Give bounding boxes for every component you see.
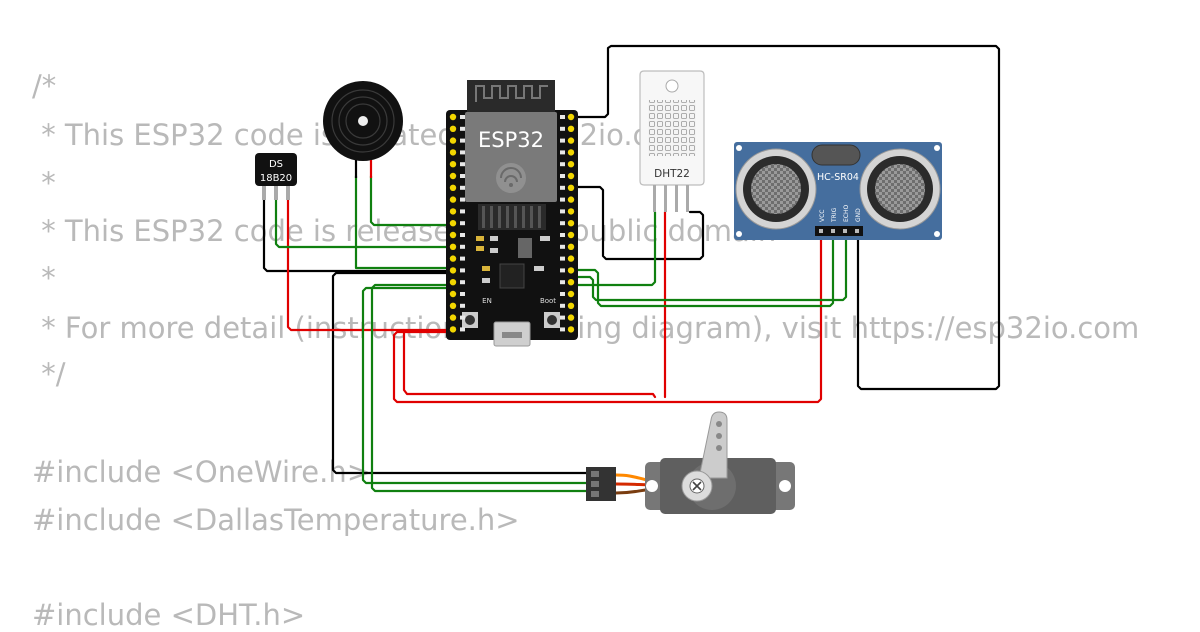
esp32-pin[interactable] [567,267,575,274]
code-line: #include <DHT.h> [32,598,306,632]
wire-signal-trig[interactable] [576,233,835,308]
esp32-pin[interactable] [449,279,457,286]
esp32-pin[interactable] [449,302,457,309]
esp32-pins-right [560,113,575,333]
esp32-pin[interactable] [449,314,457,321]
esp32-pin[interactable] [567,243,575,250]
en-label: EN [482,297,492,305]
wire-signal-dht22[interactable] [576,210,657,287]
ds18b20-label-1: DS [269,159,283,170]
esp32-pin[interactable] [567,220,575,227]
esp32-pin[interactable] [567,302,575,309]
servo-connector [586,467,616,501]
code-line: /* [32,69,57,103]
esp32-pin[interactable] [449,172,457,180]
hcsr04-pin-gnd: GND [855,208,862,222]
hcsr04-label: HC-SR04 [817,172,859,183]
esp32-pin[interactable] [449,125,457,132]
esp32-pin[interactable] [449,184,457,191]
code-line: * [32,261,56,295]
wire-signal-servo1[interactable] [370,283,590,493]
wire-signal-echo[interactable] [576,233,848,302]
wire-signal-buzzer[interactable] [354,174,452,270]
esp32-pins-left [449,113,465,333]
servo-motor[interactable] [586,411,795,514]
esp32-pin[interactable] [449,326,457,333]
esp32-pin[interactable] [449,267,457,274]
esp32-pin[interactable] [449,196,457,203]
dht22-sensor[interactable]: DHT22 [639,70,705,212]
hcsr04-transducer-right [859,148,941,230]
esp32-pin[interactable] [449,243,457,250]
esp32-pin[interactable] [567,314,575,321]
hcsr04-sensor[interactable]: HC-SR04 VCC TRIG ECHO GND [734,142,942,240]
esp32-pin[interactable] [567,184,575,191]
ds18b20-sensor[interactable]: DS 18B20 [255,153,297,200]
esp32-pin[interactable] [567,290,575,298]
boot-label: Boot [540,297,556,305]
hcsr04-pin-echo: ECHO [843,205,850,222]
wire-signal-ds18b20[interactable] [274,196,452,249]
code-line: #include <DallasTemperature.h> [32,503,520,537]
esp32-pin[interactable] [567,231,575,239]
code-line: */ [32,357,66,391]
wire-gnd-esp-dht22[interactable] [576,185,705,261]
esp32-pin[interactable] [449,231,457,239]
ds18b20-body [255,153,297,186]
dht22-label: DHT22 [654,168,690,180]
code-line: * [32,166,56,200]
esp32-pin[interactable] [567,149,575,156]
esp32-pin[interactable] [449,161,457,168]
esp32-pin[interactable] [567,172,575,180]
esp32-pin[interactable] [449,137,457,144]
esp32-pin[interactable] [567,326,575,333]
buzzer[interactable] [323,81,403,178]
wires [262,44,1001,493]
wire-vcc-main[interactable] [392,233,823,404]
esp32-pin[interactable] [449,290,457,298]
esp32-pin[interactable] [567,161,575,168]
wire-signal-buzzer2[interactable] [369,174,452,227]
esp32-pin[interactable] [449,208,457,215]
esp32-pin[interactable] [567,137,575,144]
esp32-pin[interactable] [567,279,575,286]
esp32-pin[interactable] [449,255,457,262]
wire-vcc-servo[interactable] [402,330,657,399]
esp32-pin[interactable] [567,196,575,203]
servo-horn [698,411,728,479]
esp32-pin[interactable] [567,255,575,262]
wire-gnd-ds18b20[interactable] [262,196,452,273]
hcsr04-pin-vcc: VCC [819,210,826,222]
wire-signal-servo2[interactable] [361,286,590,485]
ds18b20-label-2: 18B20 [260,173,292,184]
hcsr04-pin-trig: TRIG [831,207,838,223]
esp32-shield [465,112,557,202]
esp32-pin[interactable] [567,208,575,215]
wire-gnd-esp-dht[interactable] [576,44,1001,391]
wire-gnd-servo[interactable] [331,271,590,475]
esp32-pin[interactable] [449,220,457,227]
esp32-pin[interactable] [567,125,575,132]
wire-vcc-ds18b20[interactable] [286,196,452,332]
esp32-label: ESP32 [478,128,544,152]
hcsr04-transducer-left [735,148,817,230]
esp32-pin[interactable] [567,113,575,121]
esp32-board[interactable]: ESP32 EN Boot [446,80,578,347]
esp32-pin[interactable] [449,113,457,121]
esp32-pin[interactable] [449,149,457,156]
